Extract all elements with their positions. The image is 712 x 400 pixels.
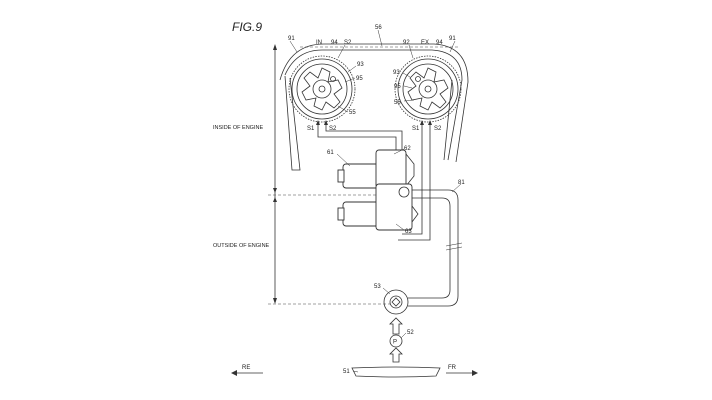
leader-lines <box>289 40 462 373</box>
timing-chain <box>279 43 469 171</box>
label-63: 63 <box>405 229 412 235</box>
label-s1-in: S1 <box>307 126 315 132</box>
label-51: 51 <box>343 369 350 375</box>
oil-control-valve-upper <box>337 149 415 189</box>
label-53: 53 <box>374 284 381 290</box>
oil-control-valve-lower <box>337 183 419 231</box>
oil-joint <box>383 289 409 315</box>
label-s2-in: S2 <box>329 126 337 132</box>
oil-pan <box>351 366 441 378</box>
label-ex: EX <box>421 40 429 46</box>
inside-engine-label: INSIDE OF ENGINE <box>213 125 263 131</box>
label-92-ex: 92 <box>403 40 410 46</box>
label-62: 62 <box>404 146 411 152</box>
label-s2-ex: S2 <box>434 126 442 132</box>
label-93-in: 93 <box>357 62 364 68</box>
label-95-in: 95 <box>356 76 363 82</box>
oil-supply-arrows <box>389 317 403 363</box>
label-91-left: 91 <box>288 36 295 42</box>
label-94-in: 94 <box>331 40 338 46</box>
label-91-right: 91 <box>449 36 456 42</box>
pump-symbol: P <box>393 340 397 346</box>
label-94-ex: 94 <box>436 40 443 46</box>
label-61: 61 <box>327 150 334 156</box>
label-55-in: 55 <box>349 110 356 116</box>
intake-sprocket <box>288 55 356 123</box>
rear-direction-label: RE <box>242 365 250 371</box>
label-56: 56 <box>375 25 382 31</box>
label-s1-ex: S1 <box>412 126 420 132</box>
region-dimension-line <box>268 44 390 305</box>
direction-arrows <box>231 370 478 376</box>
label-95-ex: 95 <box>394 84 401 90</box>
figure-title: FIG.9 <box>232 20 262 34</box>
label-93-ex: 93 <box>393 70 400 76</box>
oil-pump <box>389 334 403 348</box>
main-oil-pipe <box>408 189 463 307</box>
front-direction-label: FR <box>448 365 457 371</box>
exhaust-sprocket <box>394 55 462 123</box>
label-52: 52 <box>407 330 414 336</box>
label-s2-top: S2 <box>344 40 352 46</box>
outside-engine-label: OUTSIDE OF ENGINE <box>213 243 270 249</box>
label-81: 81 <box>458 180 465 186</box>
label-55-ex: 55 <box>394 100 401 106</box>
label-in: IN <box>316 40 322 46</box>
